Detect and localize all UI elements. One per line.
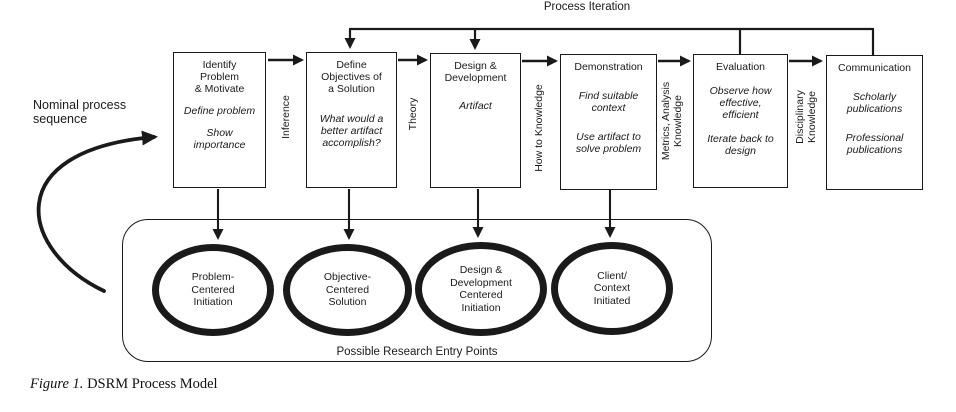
- stage-title: Define Objectives of a Solution: [321, 59, 382, 95]
- stage-note: Observe how effective, efficient: [709, 85, 772, 121]
- stage-note: Define problem: [183, 105, 256, 117]
- stage-box-define-objectives: Define Objectives of a Solution What wou…: [306, 52, 397, 188]
- nominal-process-label: Nominal process sequence: [33, 98, 127, 126]
- stage-title: Evaluation: [715, 61, 766, 73]
- stage-title: Design & Development: [444, 60, 507, 84]
- stage-box-evaluation: Evaluation Observe how effective, effici…: [693, 54, 788, 188]
- entry-points-container: Possible Research Entry Points: [122, 219, 712, 362]
- entry-ellipse-design-development-centered: Design & Development Centered Initiation: [415, 242, 547, 336]
- nominal-process-curved-arrow: [36, 130, 158, 293]
- entry-ellipse-client-context: Client/ Context Initiated: [551, 242, 673, 335]
- stage-box-design-development: Design & Development Artifact: [430, 53, 521, 188]
- entry-ellipse-objective-centered: Objective- Centered Solution: [283, 244, 412, 336]
- stage-note: Scholarly publications: [846, 91, 903, 115]
- stage-note: Artifact: [459, 100, 492, 112]
- caption-figure-label: Figure 1.: [30, 376, 84, 392]
- connector-label-how-to-knowledge: How to Knowledge: [533, 84, 545, 172]
- entry-ellipse-label: Objective- Centered Solution: [323, 271, 372, 309]
- stage-box-demonstration: Demonstration Find suitable context Use …: [560, 54, 657, 190]
- connector-label-inference: Inference: [280, 95, 292, 139]
- stage-note: What would a better artifact accomplish?: [319, 113, 384, 149]
- entry-ellipse-problem-centered: Problem- Centered Initiation: [152, 244, 274, 336]
- stage-box-identify-problem: Identify Problem & Motivate Define probl…: [173, 52, 266, 188]
- stage-note: Find suitable context: [578, 90, 639, 114]
- entry-ellipse-label: Design & Development Centered Initiation: [450, 264, 512, 314]
- stage-note: Show importance: [193, 127, 246, 151]
- connector-label-theory: Theory: [407, 97, 419, 131]
- stage-note: Iterate back to design: [707, 133, 774, 157]
- stage-title: Communication: [838, 62, 911, 74]
- possible-entry-points-label: Possible Research Entry Points: [336, 346, 498, 358]
- figure-caption: Figure 1. DSRM Process Model: [30, 376, 218, 393]
- process-iteration-arrows: [344, 27, 875, 56]
- connector-label-metrics-analysis-knowledge: Metrics, Analysis Knowledge: [660, 81, 684, 161]
- connector-label-disciplinary-knowledge: Disciplinary Knowledge: [794, 90, 818, 144]
- entry-ellipse-label: Problem- Centered Initiation: [191, 271, 235, 309]
- stage-title: Identify Problem & Motivate: [194, 59, 245, 95]
- stage-box-communication: Communication Scholarly publications Pro…: [826, 55, 923, 190]
- entry-point-arrows: [212, 189, 616, 240]
- stage-note: Professional publications: [845, 132, 904, 156]
- process-iteration-label: Process Iteration: [543, 1, 631, 13]
- caption-title: DSRM Process Model: [87, 376, 218, 392]
- stage-note: Use artifact to solve problem: [575, 131, 642, 155]
- stage-title: Demonstration: [574, 61, 643, 73]
- entry-ellipse-label: Client/ Context Initiated: [593, 269, 631, 307]
- flow-arrows: [268, 54, 823, 67]
